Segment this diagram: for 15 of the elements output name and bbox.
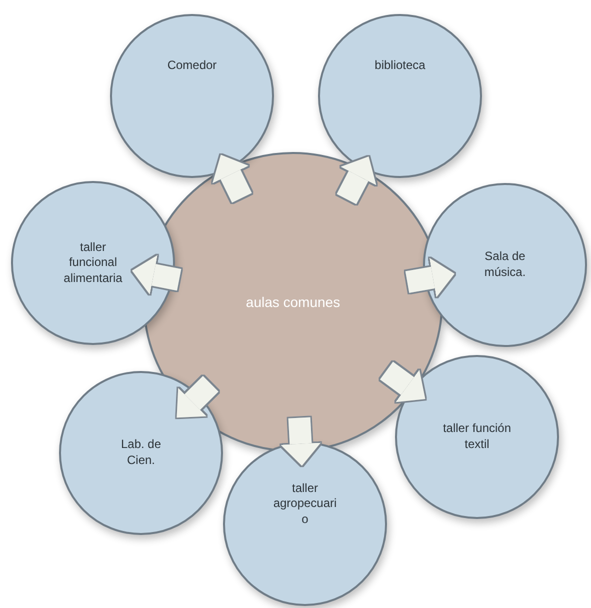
block-arrow xyxy=(336,156,376,204)
room-label: Comedor xyxy=(166,58,218,74)
room-label: biblioteca xyxy=(374,58,426,74)
block-arrow xyxy=(405,258,455,298)
room-label: taller agropecuari o xyxy=(272,480,338,528)
block-arrow xyxy=(212,154,252,203)
block-arrow xyxy=(132,255,182,294)
central-label: aulas comunes xyxy=(244,292,342,312)
room-label: taller funcional alimentaria xyxy=(62,240,124,286)
block-arrow xyxy=(380,362,426,402)
block-arrow xyxy=(280,417,321,466)
room-label: taller función textil xyxy=(442,421,512,453)
block-arrow xyxy=(176,376,218,418)
room-label: Sala de música. xyxy=(483,249,527,281)
room-label: Lab. de Cien. xyxy=(120,437,162,469)
